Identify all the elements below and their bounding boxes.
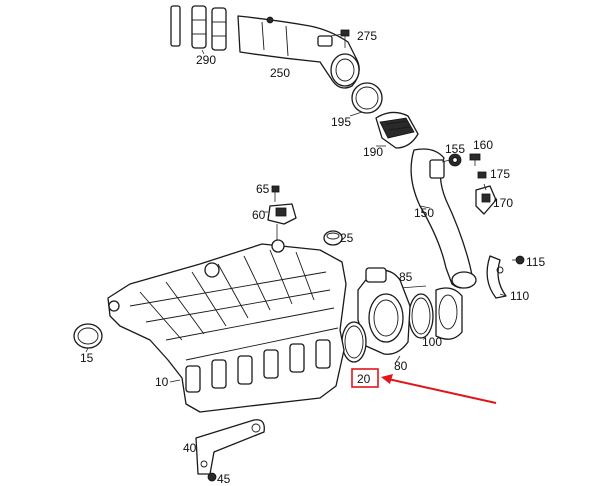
part-275-bolt	[340, 29, 350, 48]
callout-85: 85	[399, 270, 413, 284]
part-60-sensor	[267, 203, 297, 240]
callout-190: 190	[363, 145, 383, 159]
part-190-connector	[375, 111, 419, 149]
callout-275: 275	[357, 29, 377, 43]
callout-175: 175	[490, 167, 510, 181]
callout-195: 195	[331, 115, 351, 129]
part-100-seal	[408, 293, 434, 339]
part-80-throttle-body	[357, 267, 411, 355]
part-65-bolt	[271, 185, 280, 202]
callout-290: 290	[196, 53, 216, 67]
highlight-box	[351, 368, 379, 388]
part-195-clamp	[351, 82, 383, 114]
callout-250: 250	[270, 66, 290, 80]
part-40-bracket	[195, 419, 265, 475]
callout-20: 20	[357, 372, 371, 386]
callout-25: 25	[340, 231, 354, 245]
callout-155: 155	[445, 142, 465, 156]
highlight-arrow-shaft	[387, 378, 497, 404]
callout-80: 80	[394, 359, 408, 373]
part-170-sensor	[475, 185, 497, 215]
callout-10: 10	[155, 375, 169, 389]
part-10-intake-manifold	[107, 239, 347, 413]
highlight-arrow-head	[381, 374, 393, 384]
callout-115: 115	[526, 255, 545, 269]
part-115-bolt	[515, 255, 525, 265]
part-15-seal	[73, 323, 103, 349]
callout-45: 45	[217, 472, 231, 486]
part-110-bracket	[486, 255, 507, 299]
callout-170: 170	[493, 196, 513, 210]
part-290-clamps	[170, 5, 227, 51]
part-25-cap	[323, 230, 343, 246]
part-250-hose	[237, 15, 360, 89]
callout-100: 100	[422, 335, 442, 349]
callout-15: 15	[80, 351, 94, 365]
callout-40: 40	[183, 441, 197, 455]
part-45-bolt	[207, 472, 217, 482]
callout-65: 65	[256, 182, 270, 196]
part-175-bolt	[477, 171, 487, 179]
leader-lines	[85, 33, 516, 383]
part-20-gasket	[341, 321, 367, 363]
callout-labels: 290 250 275 195 190 155 160 175 170 150 …	[80, 29, 545, 486]
callout-150: 150	[414, 206, 434, 220]
part-160-bolt	[469, 153, 481, 166]
callout-60: 60	[252, 208, 266, 222]
highlight-part-20	[351, 368, 497, 404]
callout-160: 160	[473, 138, 493, 152]
callout-110: 110	[510, 289, 529, 303]
part-adaptor	[435, 287, 463, 340]
